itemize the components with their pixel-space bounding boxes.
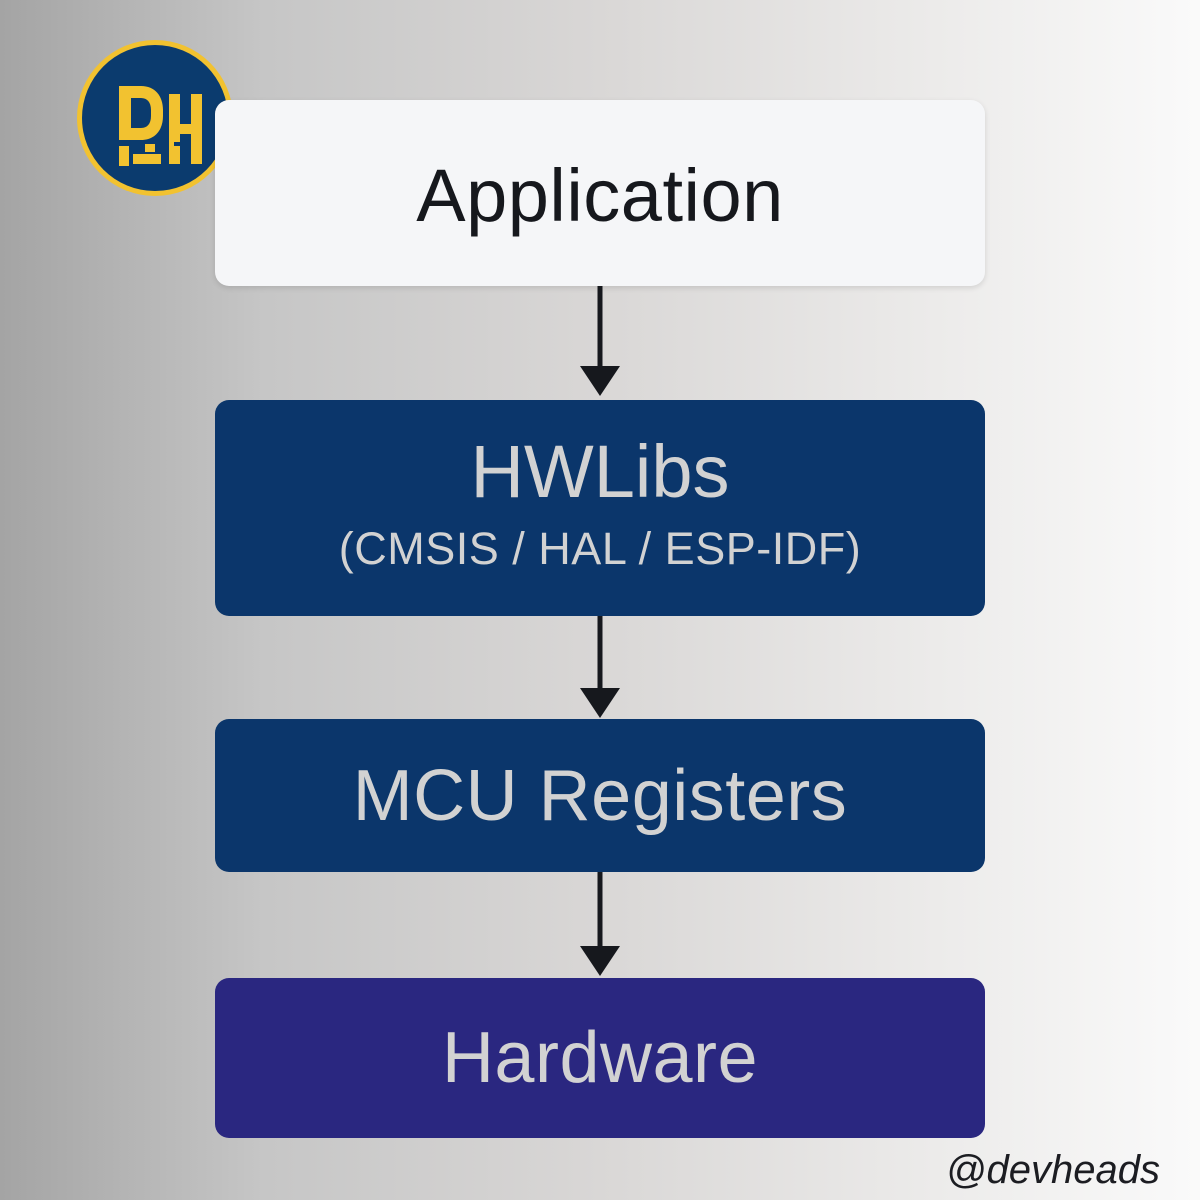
hardware-layer-box: Hardware [215,978,985,1138]
arrow-down-icon [560,286,640,398]
application-layer-box: Application [215,100,985,286]
hwlibs-label: HWLibs [470,430,730,513]
hwlibs-layer-box: HWLibs (CMSIS / HAL / ESP-IDF) [215,400,985,616]
application-label: Application [416,153,784,237]
arrow-down-icon [560,872,640,978]
dh-logo-icon [77,40,233,196]
devheads-logo [75,38,235,198]
hwlibs-sublabel: (CMSIS / HAL / ESP-IDF) [338,523,862,574]
devheads-handle: @devheads [945,1148,1160,1192]
arrow-down-icon [560,616,640,720]
hardware-label: Hardware [441,1018,759,1098]
mcu-registers-label: MCU Registers [352,755,848,836]
mcu-registers-layer-box: MCU Registers [215,719,985,872]
